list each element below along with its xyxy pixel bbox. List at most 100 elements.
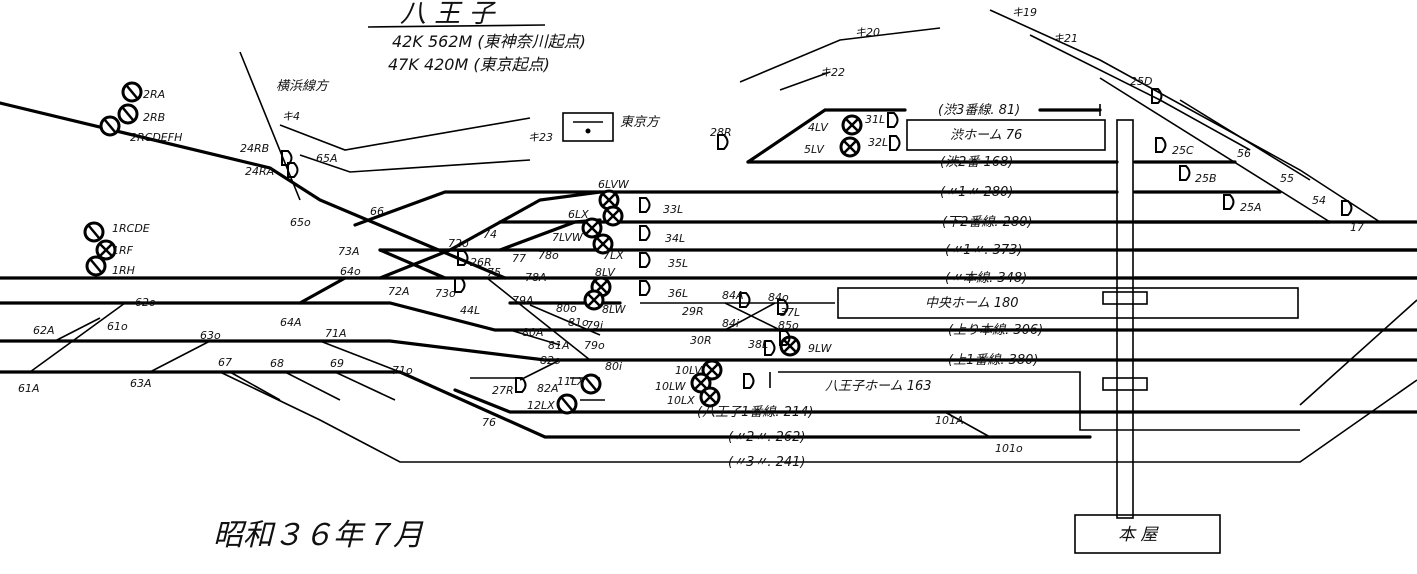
point-label-p80a: 80A — [522, 326, 544, 339]
signal-label-25b: 25B — [1195, 172, 1217, 185]
signal-label-10lw: 10LW — [655, 380, 687, 393]
crossover-101 — [944, 411, 991, 438]
point-label-p82a: 82A — [537, 382, 559, 395]
dwarf-signal-icon — [639, 225, 651, 241]
point-label-p71o: 71o — [392, 364, 413, 377]
point-label-k23: キ23 — [528, 131, 553, 144]
point-label-p68: 68 — [270, 357, 284, 370]
dwarf-signal-icon — [1341, 200, 1353, 216]
right-tracks — [1133, 160, 1417, 280]
dwarf-signal-icon — [717, 134, 729, 150]
signal-label-7lx: 7LX — [603, 249, 624, 262]
signal-label-11lx: 11LX — [557, 375, 585, 388]
dwarf-signal-icon — [457, 250, 469, 266]
point-label-k20: キ20 — [855, 26, 880, 39]
dwarf-signal-icon — [639, 280, 651, 296]
point-label-p62o: 62o — [135, 296, 156, 309]
point-label-k4: キ4 — [282, 110, 300, 123]
signal-label-44l: 44L — [460, 304, 480, 317]
track-label: (八王子1番線. 214) — [697, 405, 814, 420]
stairs-2 — [1102, 377, 1148, 391]
branches-67-69 — [229, 340, 401, 401]
platform-label: 八王子ホーム 163 — [825, 379, 932, 394]
signal-label-6lvw: 6LVW — [598, 178, 630, 191]
direction-yokohama: 横浜線方 — [276, 79, 330, 94]
signal-label-2ra: 2RA — [143, 88, 165, 101]
point-label-p101o: 101o — [995, 442, 1023, 455]
track-up-1 — [0, 339, 1417, 362]
signal-head-icon — [556, 393, 578, 415]
signal-label-25c: 25C — [1172, 144, 1194, 157]
dwarf-signal-icon — [739, 292, 751, 308]
signal-label-32l: 32L — [868, 136, 888, 149]
signal-head-icon — [598, 189, 620, 211]
signal-label-24rb: 24RB — [240, 142, 269, 155]
track-lower — [0, 370, 1092, 439]
point-label-p79a: 79A — [512, 294, 534, 307]
track-up-main — [0, 301, 1417, 332]
track-hachioji-3 — [219, 371, 1417, 463]
track-label: (上1番線. 380) — [948, 353, 1039, 368]
track-label: (〃本線. 348) — [945, 271, 1027, 286]
point-label-k19: キ19 — [1012, 6, 1037, 19]
signal-head-icon — [581, 217, 603, 239]
signal-marks — [83, 81, 1353, 415]
signal-label-12lx: 12LX — [527, 399, 555, 412]
track-shibu-1 — [353, 190, 1119, 227]
upper-lines — [739, 9, 1381, 223]
dwarf-signal-icon — [1223, 194, 1235, 210]
signal-label-26r: 26R — [470, 256, 492, 269]
point-label-p81o: 81o — [568, 316, 589, 329]
dwarf-signal-icon — [639, 252, 651, 268]
track-label: (〃3〃. 241) — [728, 455, 806, 470]
dwarf-signal-icon — [743, 373, 755, 389]
signal-head-icon — [83, 221, 105, 243]
signal-label-1rcde: 1RCDE — [112, 222, 150, 235]
signal-label-4lv: 4LV — [808, 121, 829, 134]
point-label-p66: 66 — [370, 205, 384, 218]
signal-head-icon — [583, 289, 605, 311]
point-label-p79o: 79o — [584, 339, 605, 352]
dwarf-signal-icon — [1151, 88, 1163, 104]
point-label-p63a: 63A — [130, 377, 152, 390]
point-label-p80i: 80i — [605, 360, 622, 373]
track-ends — [1099, 104, 1417, 406]
signal-label-7lvw: 7LVW — [552, 231, 584, 244]
point-label-p54: 54 — [1312, 194, 1326, 207]
signal-label-24ra: 24RA — [245, 165, 274, 178]
signal-head-icon — [701, 359, 723, 381]
signal-label-1rf: 1RF — [112, 244, 134, 257]
platform-label: 中央ホーム 180 — [925, 296, 1019, 311]
right-diagonals — [1099, 77, 1417, 223]
platform-label: 渋ホーム 76 — [950, 128, 1022, 143]
crossover-74 — [448, 190, 602, 252]
track-shibu-3 — [746, 108, 1102, 164]
signal-label-25a: 25A — [1240, 201, 1262, 214]
signal-label-6lx: 6LX — [568, 208, 589, 221]
point-label-p81a: 81A — [548, 339, 570, 352]
point-label-k21: キ21 — [1053, 32, 1078, 45]
tracks — [0, 9, 1417, 463]
track-label: (渋3番線. 81) — [938, 103, 1020, 118]
point-label-p71a: 71A — [325, 327, 347, 340]
track-yokohama-line — [0, 101, 507, 280]
signal-label-38l: 38L — [748, 338, 768, 351]
point-label-p65o: 65o — [290, 216, 311, 229]
dwarf-signal-icon — [454, 277, 466, 293]
signal-label-2rc: 2RCDEFH — [130, 131, 182, 144]
signal-label-25d: 25D — [1130, 75, 1152, 88]
title-underline — [367, 24, 546, 28]
signal-head-icon — [699, 386, 721, 408]
point-label-p64a: 64A — [280, 316, 302, 329]
signal-label-8lv: 8LV — [595, 266, 616, 279]
direction-tokyo: 東京方 — [620, 114, 661, 130]
distance-higashikanagawa: 42K 562M (東神奈川起点) — [392, 32, 586, 51]
date-caption: 昭和３６年７月 — [213, 518, 424, 553]
point-label-p76: 76 — [482, 416, 496, 429]
point-label-p80o: 80o — [556, 302, 577, 315]
crossover-79 — [486, 277, 601, 361]
signal-label-5lv: 5LV — [804, 143, 825, 156]
crossover-82 — [470, 359, 605, 401]
signal-label-1rh: 1RH — [112, 264, 135, 277]
signal-head-icon — [580, 373, 602, 395]
